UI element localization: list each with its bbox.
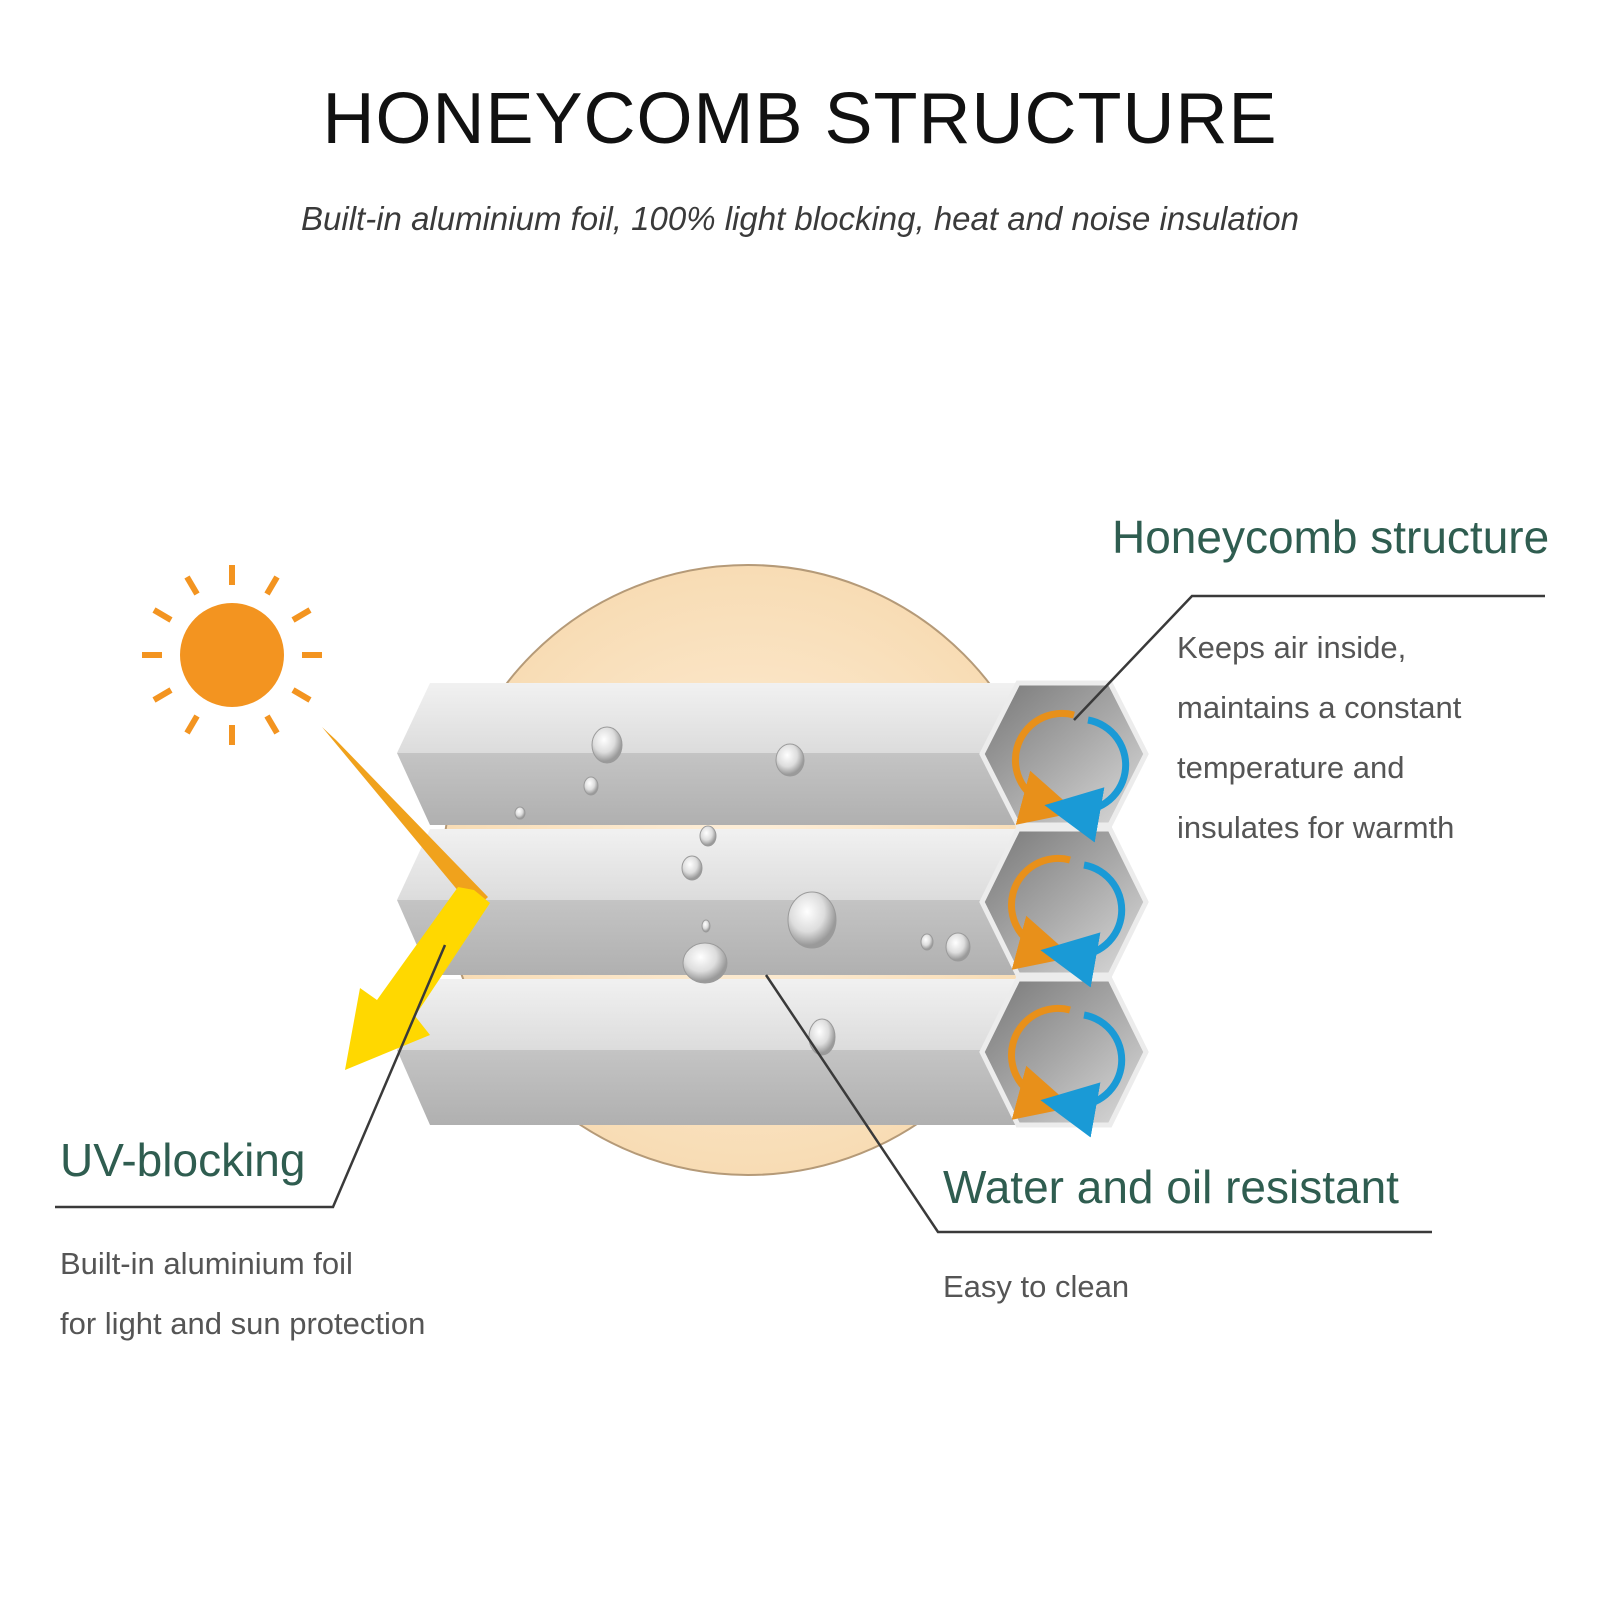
air-circulation-icon [1007, 709, 1130, 1138]
page-title: HONEYCOMB STRUCTURE [322, 79, 1278, 159]
honeycomb-cell-top [397, 680, 1149, 828]
page-subtitle: Built-in aluminium foil, 100% light bloc… [301, 200, 1299, 237]
description-line: Easy to clean [943, 1269, 1130, 1304]
honeycomb-structure-heading: Honeycomb structure [1112, 511, 1550, 563]
uv-arrow-icon [322, 727, 490, 1070]
description-line: maintains a constant [1177, 690, 1462, 725]
honeycomb-cell-middle [397, 826, 1149, 978]
description-line: Built-in aluminium foil [60, 1246, 353, 1281]
leader-lines [55, 594, 1545, 1234]
description-line: insulates for warmth [1177, 810, 1455, 845]
honeycomb-structure-description: Keeps air inside, maintains a constant t… [1177, 618, 1461, 858]
description-line: Keeps air inside, [1177, 630, 1407, 665]
uv-blocking-heading: UV-blocking [60, 1134, 306, 1186]
description-line: temperature and [1177, 750, 1405, 785]
uv-blocking-description: Built-in aluminium foil for light and su… [60, 1234, 425, 1354]
water-droplet-icon [514, 726, 971, 1056]
description-line: for light and sun protection [60, 1306, 426, 1341]
honeycomb-cell-bottom [397, 976, 1149, 1128]
water-oil-resistant-description: Easy to clean [943, 1257, 1129, 1317]
water-oil-resistant-heading: Water and oil resistant [943, 1161, 1399, 1213]
sun-icon [142, 565, 322, 745]
